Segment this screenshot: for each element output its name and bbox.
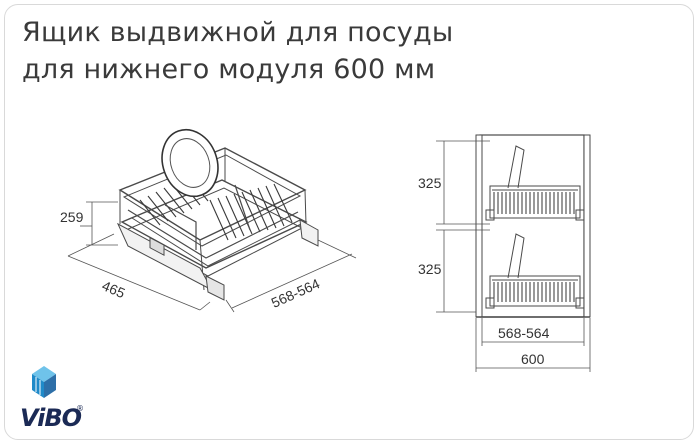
title-line-2: для нижнего модуля 600 мм (22, 54, 436, 85)
dim-label-600: 600 (521, 351, 545, 367)
vibo-cube-icon (32, 366, 56, 398)
dim-label-325-upper: 325 (418, 175, 442, 191)
dimension-259 (80, 201, 118, 246)
title-line-1: Ящик выдвижной для посуды (22, 17, 454, 48)
front-view-drawing (475, 134, 591, 318)
dimension-325-upper (436, 140, 490, 225)
isometric-basket-drawing (116, 128, 319, 301)
dimension-600 (475, 318, 591, 372)
dim-label-325-lower: 325 (418, 261, 442, 277)
dimension-568-564-front (481, 318, 585, 346)
vibo-logo-text: ViBO (20, 404, 82, 432)
dim-label-568-564-front: 568-564 (498, 325, 550, 341)
dim-label-568-564-iso: 568-564 (269, 275, 323, 311)
dim-label-465: 465 (100, 277, 128, 301)
dimension-568-564-iso (225, 239, 357, 313)
dimension-325-lower (436, 229, 490, 313)
dim-label-259: 259 (60, 209, 84, 225)
dimension-465 (67, 233, 211, 311)
drawing-frame (4, 4, 694, 440)
registered-mark: ® (76, 404, 84, 413)
